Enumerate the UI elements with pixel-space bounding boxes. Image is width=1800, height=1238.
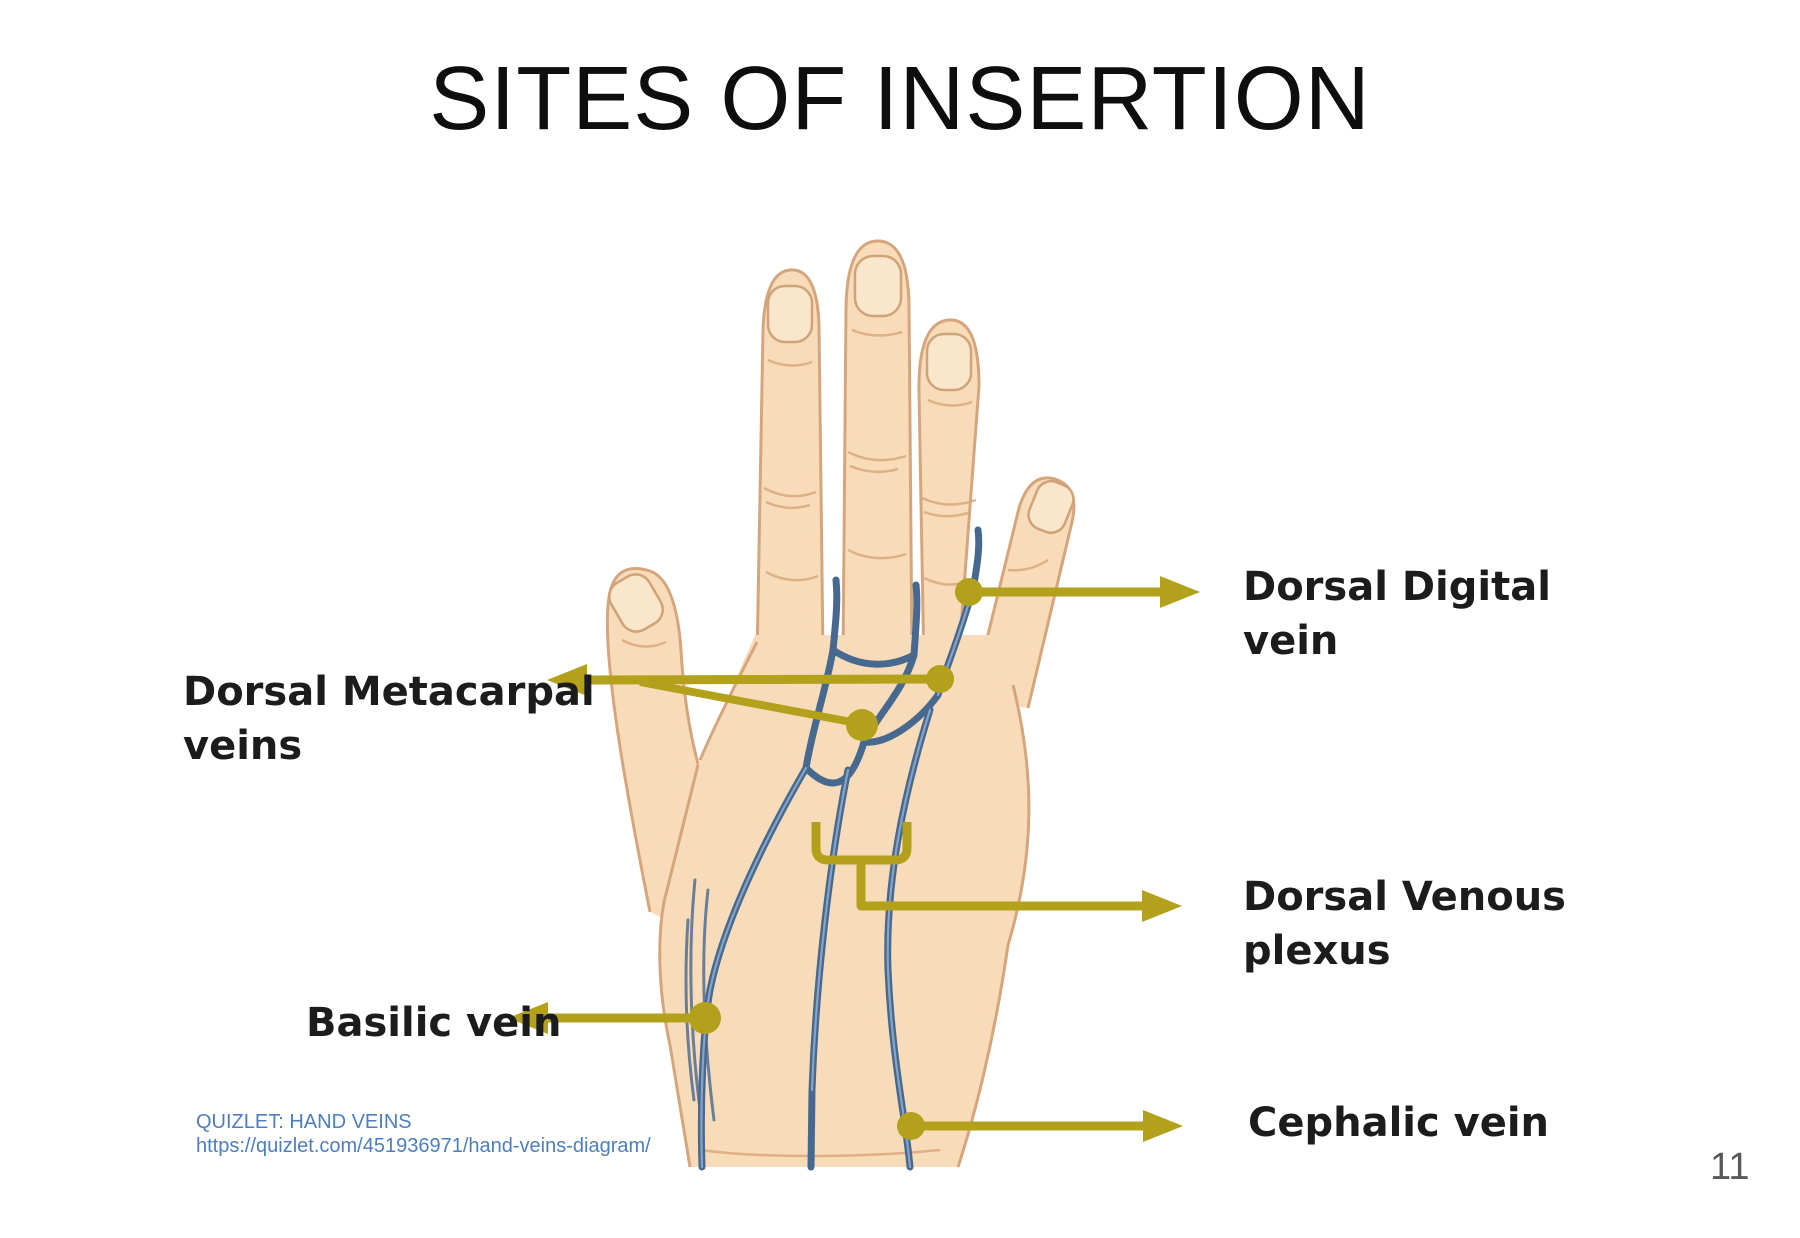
source-citation: QUIZLET: HAND VEINS https://quizlet.com/…: [196, 1110, 651, 1158]
site-marker-dot: [926, 665, 954, 693]
pinky-nail: [1027, 479, 1075, 535]
label-dorsal-metacarpal-veins: Dorsal Metacarpal veins: [183, 669, 595, 769]
arrow-left-icon: [508, 1002, 548, 1034]
middle-nail: [853, 254, 903, 318]
arrow-left-icon: [547, 664, 587, 696]
cephalic-pointer: [897, 1110, 1183, 1142]
hand-left-contour: [658, 764, 700, 1168]
thumb-nail: [608, 573, 664, 633]
dorsal-digital-pointer: [955, 576, 1200, 608]
source-url-link[interactable]: https://quizlet.com/451936971/hand-veins…: [196, 1135, 651, 1157]
source-name: QUIZLET: HAND VEINS: [196, 1111, 412, 1133]
label-dorsal-digital-vein: Dorsal Digital vein: [1243, 564, 1551, 664]
arrow-right-icon: [1143, 1110, 1183, 1142]
site-marker-dot: [846, 709, 878, 741]
arrow-right-icon: [1142, 890, 1182, 922]
label-dorsal-venous-plexus: Dorsal Venous plexus: [1243, 874, 1566, 974]
page-title: SITES OF INSERTION: [429, 49, 1371, 149]
dorsal-metacarpal-pointer: [547, 664, 954, 741]
arrow-right-icon: [1160, 576, 1200, 608]
finger-creases: [621, 328, 1049, 648]
palm: [659, 635, 1029, 1167]
index-finger: [755, 268, 825, 661]
page-number: 11: [1710, 1146, 1750, 1188]
thumb-web-contour: [698, 641, 759, 761]
dorsal-venous-plexus-pointer: [811, 822, 1182, 922]
hand-right-contour: [956, 684, 1031, 1168]
index-nail: [766, 284, 814, 344]
ring-nail: [925, 332, 973, 392]
basilic-pointer: [508, 1002, 721, 1034]
hand-illustration: [605, 239, 1076, 1171]
label-cephalic-vein: Cephalic vein: [1248, 1100, 1550, 1146]
site-marker-dot: [689, 1002, 721, 1034]
label-basilic-vein: Basilic vein: [306, 1000, 562, 1046]
